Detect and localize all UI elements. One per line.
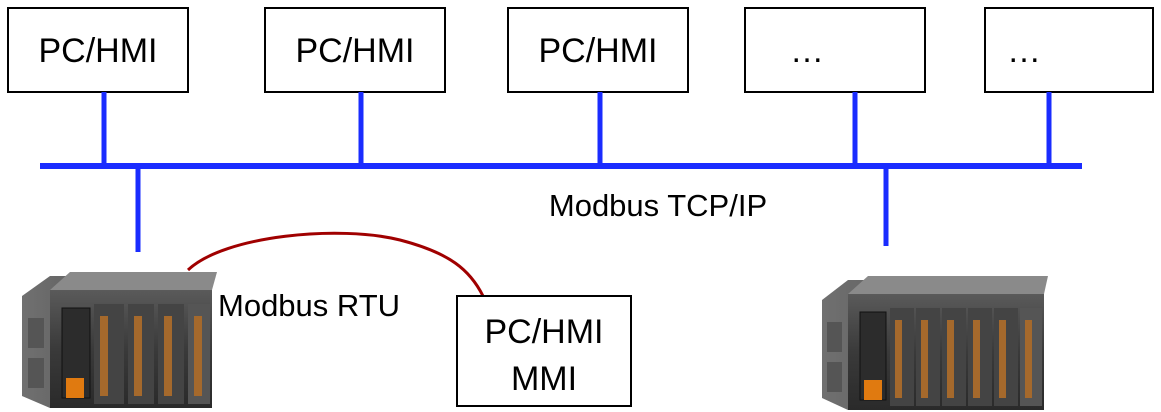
top-node-5: … xyxy=(984,7,1154,93)
modbus-rtu-link xyxy=(186,231,485,297)
top-node-1: PC/HMI xyxy=(7,7,189,93)
top-node-label: PC/HMI xyxy=(539,32,658,70)
top-node-2: PC/HMI xyxy=(264,7,446,93)
hmi-mmi-node: PC/HMI MMI xyxy=(456,295,632,407)
top-node-label: PC/HMI xyxy=(296,32,415,70)
hmi-label-line1: PC/HMI xyxy=(485,313,604,351)
plc-controller-icon xyxy=(22,272,217,408)
plc-controller-icon xyxy=(822,276,1048,410)
top-drop-lines xyxy=(101,92,1052,166)
bus-label: Modbus TCP/IP xyxy=(549,188,767,223)
top-node-label: … xyxy=(790,32,824,70)
rtu-label: Modbus RTU xyxy=(218,288,400,323)
top-node-label: … xyxy=(1007,32,1041,70)
hmi-label-line2: MMI xyxy=(511,360,577,398)
top-node-label: PC/HMI xyxy=(39,32,158,70)
top-node-4: … xyxy=(744,7,926,93)
bottom-drop-lines xyxy=(135,166,889,252)
top-node-3: PC/HMI xyxy=(507,7,689,93)
